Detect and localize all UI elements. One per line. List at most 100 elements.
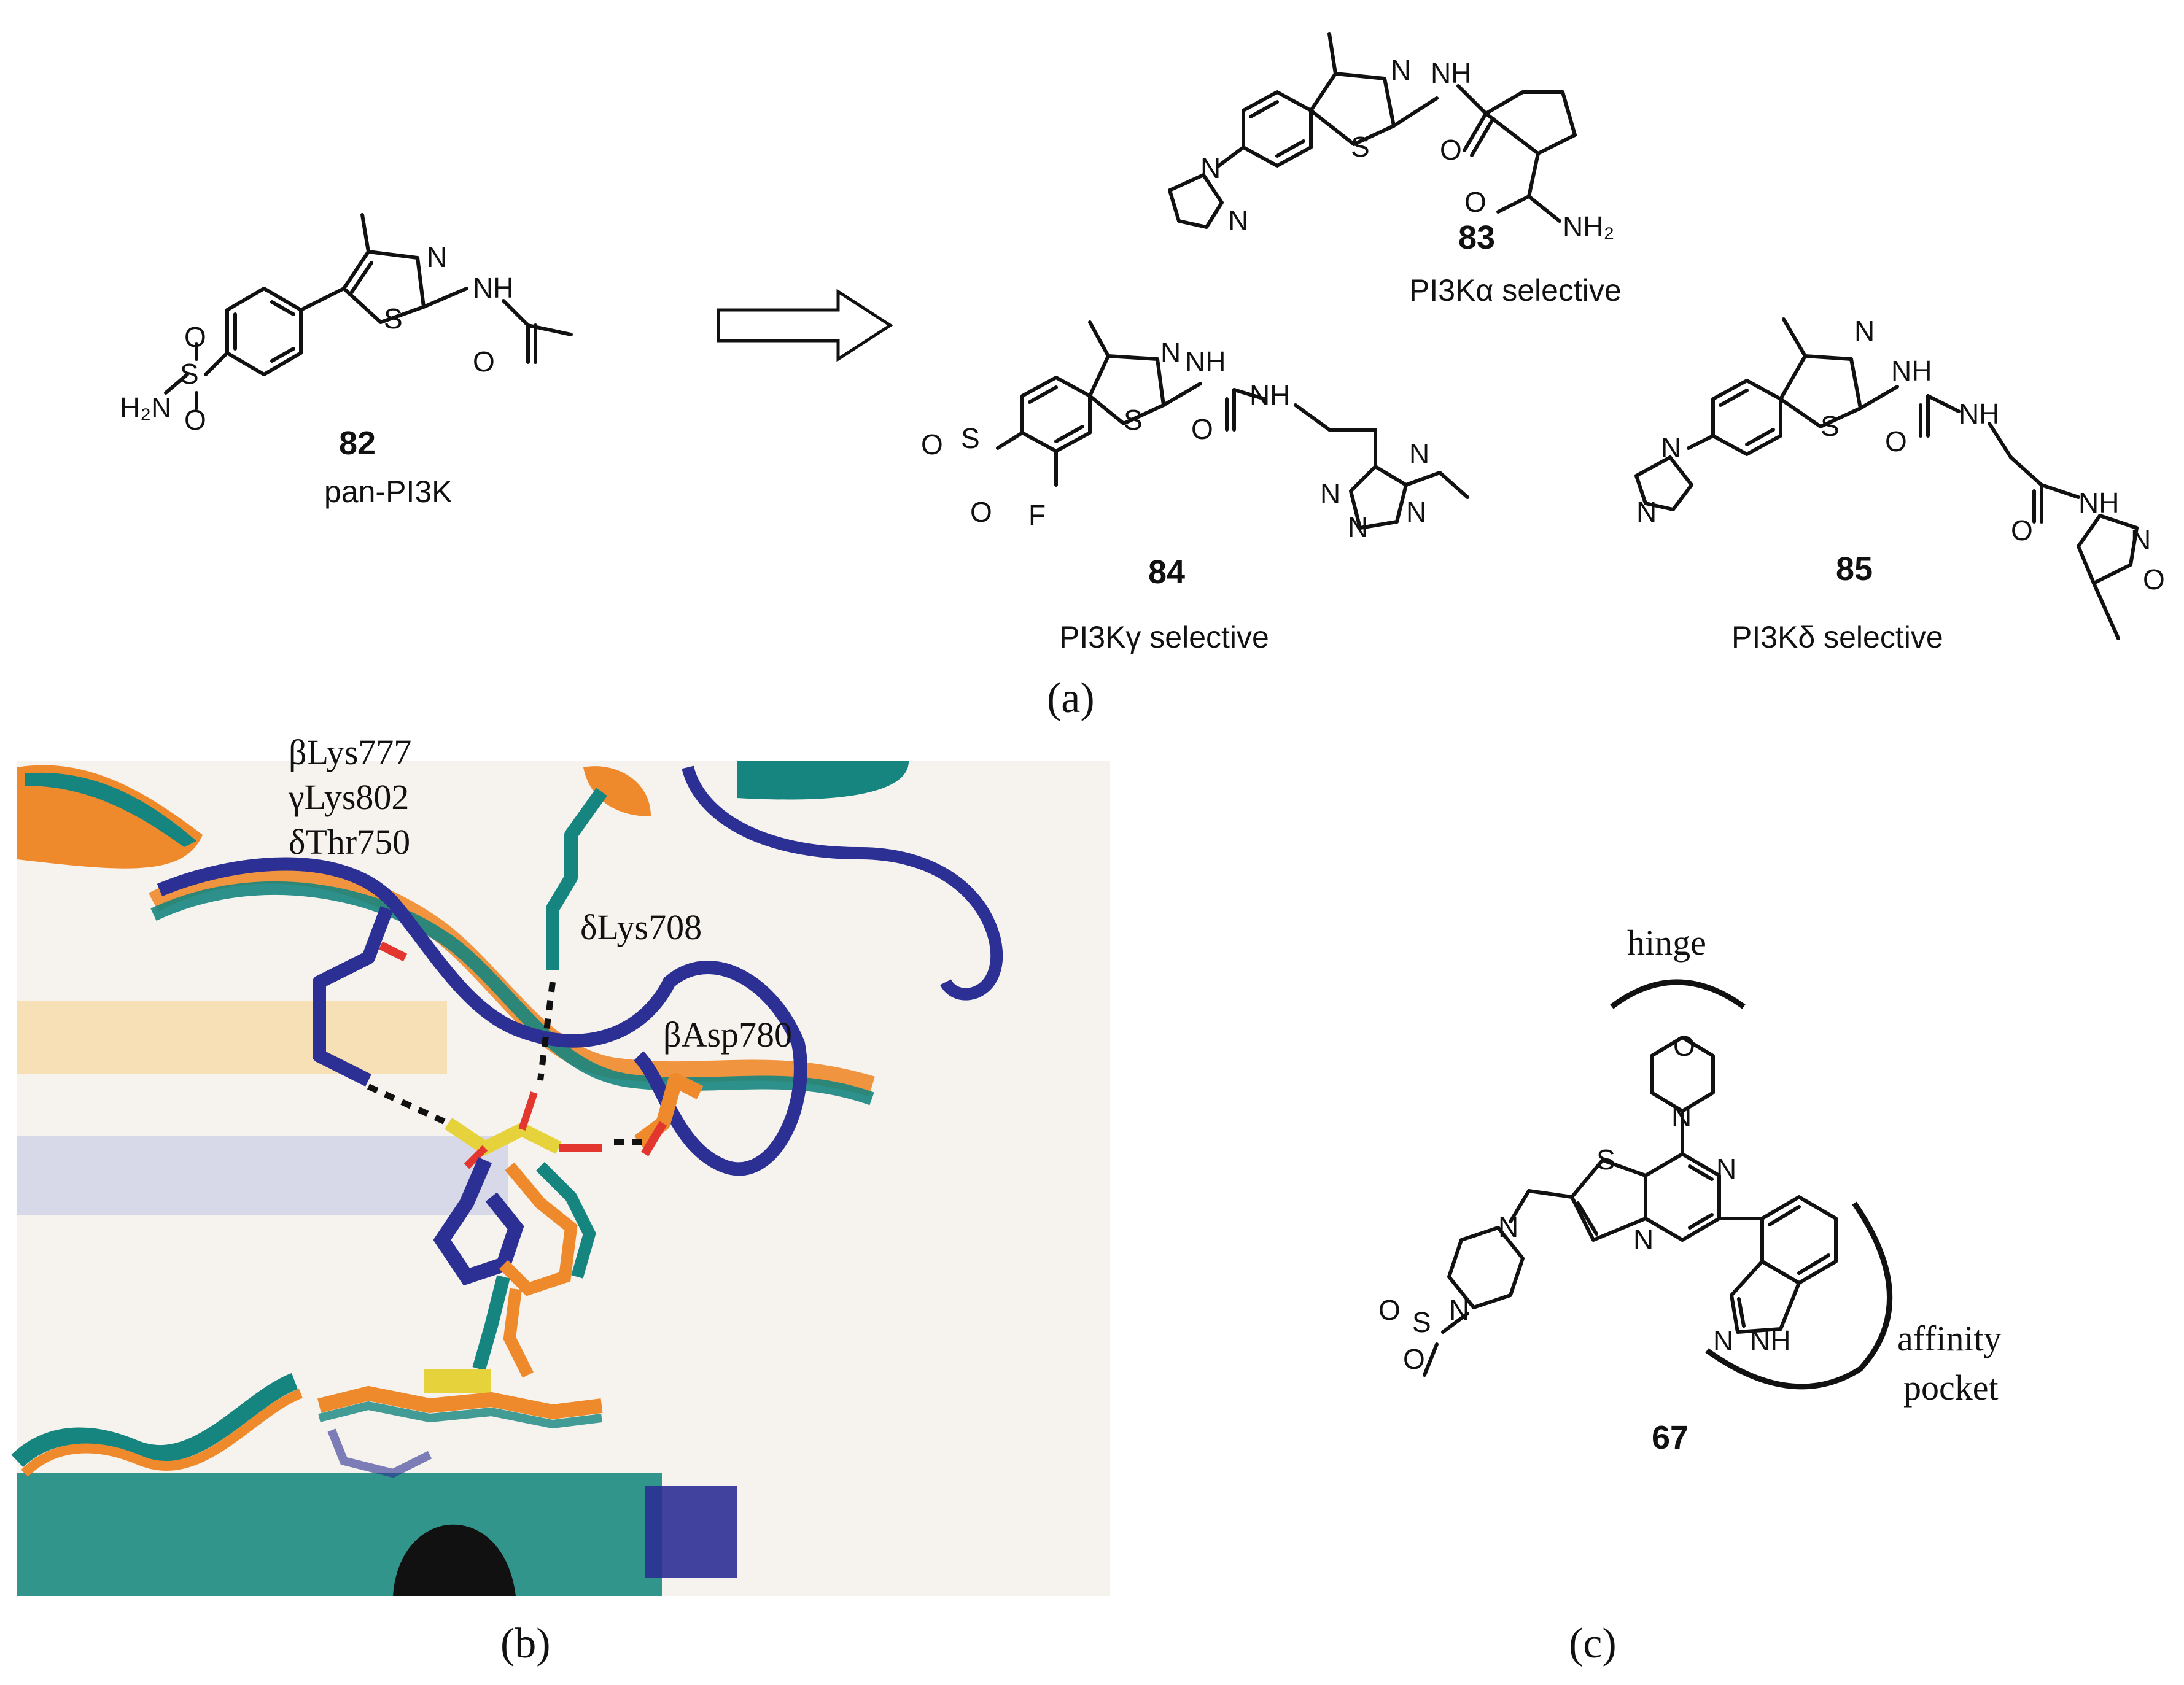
svg-text:S: S [384,303,403,335]
svg-text:S: S [1351,131,1370,163]
label-dthr750: δThr750 [289,822,410,862]
svg-text:O: O [1191,413,1213,445]
panel-a: N S NH O S O O H₂N 82 pan-PI3K [120,32,2165,722]
label-glys802: γLys802 [288,777,409,817]
svg-text:O: O [1403,1343,1425,1375]
svg-text:N: N [1200,152,1221,184]
svg-text:O: O [184,321,206,353]
compound-83-structure: N S NH O O NH₂ N N [1168,32,1614,242]
compound-82-structure: N S NH O S O O H₂N [120,213,573,436]
hbond [367,1083,450,1126]
panel-b: βLys777 γLys802 δThr750 δLys708 βAsp780 … [11,732,1110,1667]
residue-lys777-stick [313,906,394,1087]
helix-teal-right [737,761,909,800]
residue-lys708-stick [546,788,607,970]
compound-85-structure: N S NH O NH O NH N O N N [1634,315,2165,640]
label-pocket: pocket [1903,1368,1999,1408]
transformation-arrow [717,289,893,362]
svg-text:F: F [1028,499,1046,531]
svg-text:NH: NH [1959,398,1999,430]
beta-sheet [17,1136,508,1215]
svg-text:N: N [1854,315,1875,347]
svg-text:N: N [2131,524,2151,556]
compound-67-number: 67 [1652,1419,1689,1456]
label-dlys708: δLys708 [580,907,702,947]
hinge-arc [1610,979,1746,1009]
svg-text:NH: NH [473,272,513,304]
svg-text:NH: NH [1431,57,1471,89]
beta-sheet [645,1486,737,1578]
svg-text:N: N [1716,1153,1736,1185]
loop-teal [150,881,874,1106]
beta-sheet [17,1473,662,1596]
svg-text:NH: NH [1891,355,1932,387]
svg-text:O: O [1885,425,1907,457]
svg-text:N: N [1348,511,1368,543]
label-hinge: hinge [1627,923,1706,963]
compound-83-number: 83 [1458,219,1495,256]
loop-navy [157,857,807,1176]
compound-84-structure: N S NH O NH N N N N S O O F [921,320,1469,543]
svg-text:O: O [921,428,943,460]
svg-text:N: N [1671,1101,1692,1133]
svg-text:N: N [1713,1325,1733,1357]
residue-asp780-stick [634,1073,704,1148]
compound-85-caption: PI3Kδ selective [1731,620,1943,654]
label-blys777: βLys777 [289,732,411,772]
svg-text:S: S [180,358,199,390]
svg-text:O: O [1464,186,1486,218]
svg-text:N: N [1320,478,1340,509]
svg-text:O: O [184,404,206,436]
compound-67-structure: O N N N S N N S O O N NH [1378,1030,1838,1377]
compound-82-number: 82 [339,425,376,462]
svg-text:N: N [427,241,447,273]
svg-text:N: N [1406,496,1426,528]
panel-c: hinge affinity pocket [1378,923,2002,1667]
compound-82-caption: pan-PI3K [324,475,452,509]
helix-orange-right [583,766,651,816]
panel-c-label: (c) [1569,1620,1617,1667]
ligand-stick [317,1091,603,1478]
svg-text:N: N [1498,1211,1518,1243]
loop-lower-orange [21,1389,303,1477]
svg-text:O: O [1440,134,1462,166]
helix-black [393,1524,516,1596]
loop-navy-top [682,765,1003,1001]
svg-text:S: S [1596,1144,1615,1176]
hbond [537,982,556,1081]
svg-text:O: O [2143,564,2165,595]
helix-orange [17,765,203,869]
compound-84-caption: PI3Kγ selective [1059,620,1269,654]
svg-text:N: N [1449,1294,1469,1326]
label-basp780: βAsp780 [663,1015,792,1055]
affinity-arc [1705,1201,1892,1390]
svg-text:O: O [2011,514,2033,546]
compound-83-caption: PI3Kα selective [1409,273,1622,308]
compound-85-number: 85 [1836,551,1873,587]
atom-morpholine-o: O [1673,1030,1695,1062]
svg-text:N: N [1409,438,1429,470]
svg-text:O: O [473,346,495,378]
svg-text:N: N [1636,496,1657,528]
compound-84-number: 84 [1148,554,1185,591]
svg-text:S: S [1124,404,1143,436]
svg-text:N: N [1661,432,1681,463]
panel-a-label: (a) [1047,675,1095,722]
svg-text:NH: NH [1185,346,1226,378]
svg-text:S: S [1821,410,1840,442]
svg-text:N: N [1391,54,1411,86]
svg-text:O: O [1378,1294,1401,1326]
svg-text:N: N [1160,336,1181,368]
svg-text:NH: NH [1750,1325,1790,1357]
loop-lower-teal [11,1373,298,1468]
label-affinity: affinity [1897,1319,2002,1358]
residue-asp780-oxygen [640,1121,667,1156]
svg-text:N: N [1228,204,1248,236]
beta-sheet [17,1001,447,1074]
svg-text:H₂N: H₂N [120,392,171,424]
panel-b-label: (b) [500,1620,551,1667]
svg-text:NH: NH [2078,487,2119,519]
svg-text:O: O [970,496,992,528]
svg-text:NH₂: NH₂ [1563,211,1614,242]
